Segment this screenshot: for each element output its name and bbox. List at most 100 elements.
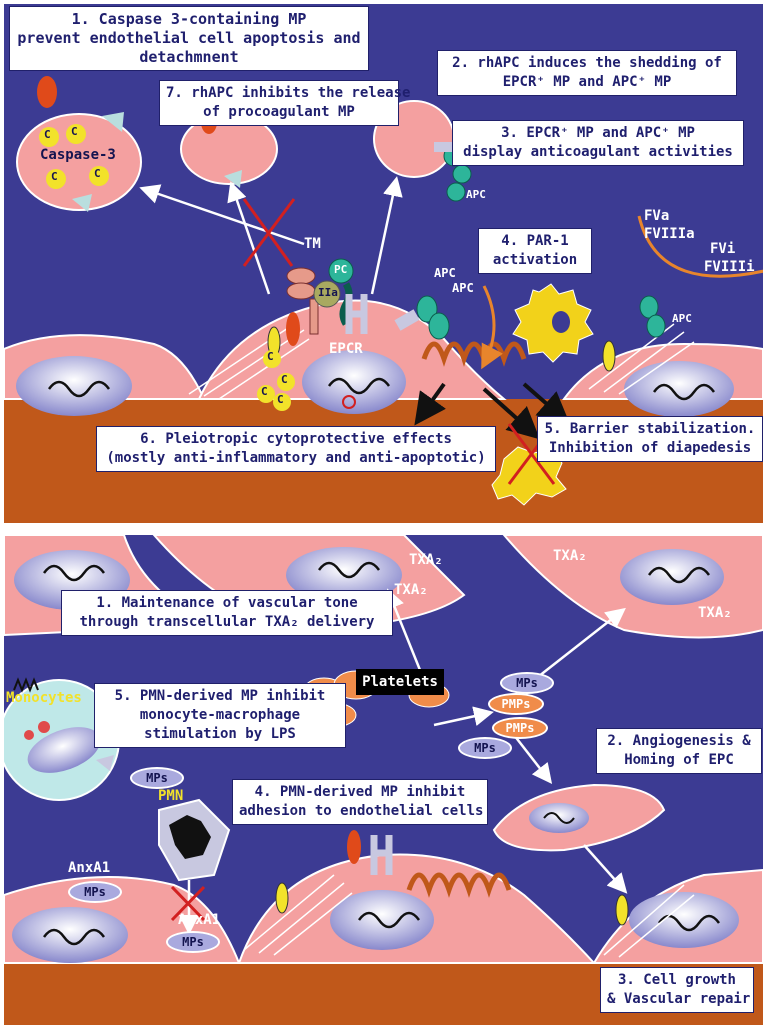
thrombomodulin [287, 268, 315, 284]
label-box-vascular-repair: 3. Cell growth & Vascular repair [600, 967, 754, 1013]
txa2-label: TXA₂ [394, 582, 428, 598]
membrane-protein [276, 883, 288, 913]
label-box-anticoagulant: 3. EPCR⁺ MP and APC⁺ MP display anticoag… [452, 120, 744, 166]
tm-label: TM [304, 236, 321, 252]
box-line: 6. Pleiotropic cytoprotective effects [103, 430, 489, 449]
nucleus [624, 361, 734, 417]
box-line: & Vascular repair [607, 990, 747, 1009]
label-box-par1: 4. PAR-1 activation [478, 228, 592, 274]
inhibition-cross [244, 199, 294, 266]
box-line: stimulation by LPS [101, 725, 339, 744]
label-box-caspase-mp: 1. Caspase 3-containing MP prevent endot… [9, 6, 369, 71]
label-box-cytoprotective: 6. Pleiotropic cytoprotective effects (m… [96, 426, 496, 472]
mps-oval: MPs [500, 672, 554, 694]
box-line: 2. Angiogenesis & [603, 732, 755, 751]
activated-cell-nucleus [552, 311, 570, 333]
arrow [434, 713, 489, 725]
fvi-label: FVi [710, 241, 735, 257]
label-box-rhapc-inhibit: 7. rhAPC inhibits the release of procoag… [159, 80, 399, 126]
label-box-adhesion-inhibit: 4. PMN-derived MP inhibit adhesion to en… [232, 779, 488, 825]
tissue-factor [286, 312, 300, 346]
box-line: 1. Caspase 3-containing MP [16, 10, 362, 29]
pmps-oval: PMPs [488, 693, 544, 715]
box-line: activation [485, 251, 585, 270]
caspase-c-label: C [71, 125, 78, 138]
box-line: adhesion to endothelial cells [239, 802, 481, 821]
box-line: through transcellular TXA₂ delivery [68, 613, 386, 632]
caspase-c-label: C [277, 393, 284, 406]
box-line: EPCR⁺ MP and APC⁺ MP [444, 73, 730, 92]
lps-receptor [24, 730, 34, 740]
label-box-monocyte-inhibit: 5. PMN-derived MP inhibit monocyte-macro… [94, 683, 346, 748]
txa2-label: TXA₂ [409, 552, 443, 568]
box-line: Inhibition of diapedesis [544, 439, 756, 458]
label-box-barrier: 5. Barrier stabilization. Inhibition of … [537, 416, 763, 462]
box-line: of procoagulant MP [166, 103, 392, 122]
apc-label: APC [672, 312, 692, 325]
apc-molecule [647, 315, 665, 337]
box-line: prevent endothelial cell apoptosis and [16, 29, 362, 48]
thrombomodulin [310, 299, 318, 334]
tissue-factor [37, 76, 57, 108]
box-line: 2. rhAPC induces the shedding of [444, 54, 730, 73]
mps-oval: MPs [458, 737, 512, 759]
apc-label: APC [434, 266, 456, 280]
box-line: Homing of EPC [603, 751, 755, 770]
box-line: 5. PMN-derived MP inhibit [101, 687, 339, 706]
caspase-c-label: C [267, 350, 274, 363]
arrow [514, 735, 549, 780]
label-box-rhapc-shedding: 2. rhAPC induces the shedding of EPCR⁺ M… [437, 50, 737, 96]
pmps-oval: PMPs [492, 717, 548, 739]
fviiii-label: FVIIIi [704, 259, 755, 275]
caspase-c-label: C [281, 373, 288, 386]
epcr-label: EPCR [329, 341, 363, 357]
caspase-c-label: C [44, 128, 51, 141]
box-line: detachmnent [16, 48, 362, 67]
box-line: 3. EPCR⁺ MP and APC⁺ MP [459, 124, 737, 143]
nucleus [12, 907, 128, 963]
label-box-vascular-tone: 1. Maintenance of vascular tone through … [61, 590, 393, 636]
epcr-receptor [434, 142, 452, 152]
caspase-c-label: C [261, 385, 268, 398]
arrow [584, 845, 624, 890]
box-line: 1. Maintenance of vascular tone [68, 594, 386, 613]
box-line: (mostly anti-inflammatory and anti-apopt… [103, 449, 489, 468]
pc-label: PC [334, 263, 347, 276]
anxa1-label: AnxA1 [68, 860, 110, 876]
box-line: 5. Barrier stabilization. [544, 420, 756, 439]
mps-oval: MPs [68, 881, 122, 903]
box-line: display anticoagulant activities [459, 143, 737, 162]
fva-label: FVa [644, 208, 669, 224]
anxa1-label: AnxA1 [178, 912, 220, 928]
caspase-c-label: C [51, 170, 58, 183]
monocytes-label: Monocytes [6, 690, 82, 706]
lps-receptor [38, 721, 50, 733]
label-box-angiogenesis: 2. Angiogenesis & Homing of EPC [596, 728, 762, 774]
pmn-label: PMN [158, 788, 183, 804]
apc-label: APC [452, 281, 474, 295]
tissue-factor [347, 830, 361, 864]
caspase-3-label: Caspase-3 [40, 147, 116, 163]
fviiia-label: FVIIIa [644, 226, 695, 242]
mps-oval: MPs [166, 931, 220, 953]
membrane-protein [603, 341, 615, 371]
box-line: 4. PAR-1 [485, 232, 585, 251]
nucleus [629, 892, 739, 948]
box-line: 3. Cell growth [607, 971, 747, 990]
membrane-protein [616, 895, 628, 925]
top-panel: 1. Caspase 3-containing MP prevent endot… [4, 4, 763, 523]
txa2-label: TXA₂ [698, 605, 732, 621]
caspase-c-label: C [94, 167, 101, 180]
apc-molecule [429, 313, 449, 339]
apc-molecule [447, 183, 465, 201]
apc-molecule [453, 165, 471, 183]
platelets-label: Platelets [356, 669, 444, 695]
iia-label: IIa [318, 286, 338, 299]
mps-oval: MPs [130, 767, 184, 789]
arrow [372, 181, 396, 294]
box-line: monocyte-macrophage [101, 706, 339, 725]
apc-label: APC [466, 188, 486, 201]
thrombomodulin [287, 283, 315, 299]
box-line: 7. rhAPC inhibits the release [166, 84, 392, 103]
arrow [534, 611, 622, 680]
